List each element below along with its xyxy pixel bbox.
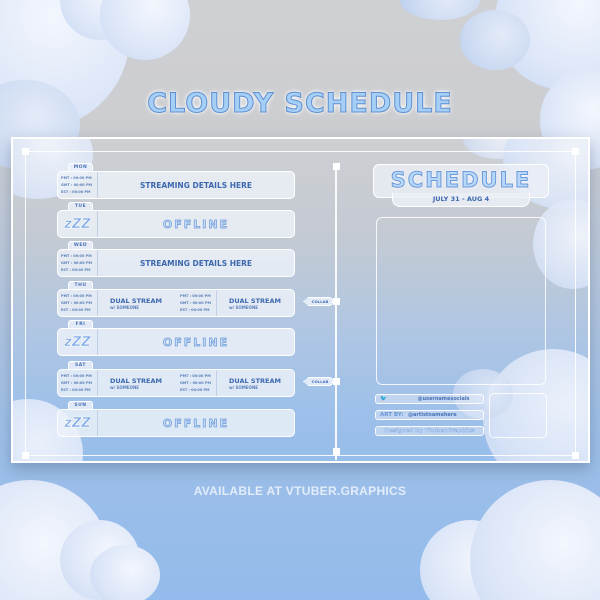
time-est: EST : 00:00 PM	[180, 387, 210, 392]
time-gmt: GMT : 00:00 PM	[61, 260, 92, 265]
time-gmt: GMT : 00:00 PM	[61, 380, 92, 385]
time-est: EST : 00:00 PM	[180, 307, 210, 312]
footer-text: AVAILABLE AT VTUBER.GRAPHICS	[193, 484, 407, 498]
timeline-node	[333, 448, 340, 455]
collab-tag: COLLAB	[303, 377, 333, 386]
time-est: EST : 00:00 PM	[61, 307, 91, 312]
stream-details: STREAMING DETAILS HERE	[139, 180, 253, 190]
day-row-thu: PMT : 00:00 PM GMT : 00:00 PM EST : 00:0…	[57, 289, 295, 317]
schedule-header-box: SCHEDULE	[373, 164, 549, 198]
artist-handle: @artistnamehere	[408, 412, 457, 418]
timeline-node	[333, 378, 340, 385]
dual-stream-title: DUAL STREAM	[110, 376, 162, 385]
twitter-bird-icon: 🐦	[380, 396, 387, 402]
collab-tag: COLLAB	[303, 297, 333, 306]
time-est: EST : 00:00 PM	[61, 267, 91, 272]
dual-stream-subtitle: w/ SOMEONE	[229, 304, 259, 310]
dual-stream-subtitle: w/ SOMEONE	[110, 384, 140, 390]
time-gmt: GMT : 00:00 PM	[61, 300, 92, 305]
day-row-wed: PMT : 00:00 PM GMT : 00:00 PM EST : 00:0…	[57, 249, 295, 277]
time-pmt: PMT : 00:00 PM	[180, 373, 211, 378]
zzz-sleep-icon: zZZ	[58, 329, 98, 355]
artist-credit: ART BY: @artistnamehere	[375, 410, 484, 420]
timezone-list: PMT : 00:00 PM GMT : 00:00 PM EST : 00:0…	[58, 290, 98, 316]
day-tab-sun: SUN	[68, 401, 93, 410]
day-row-mon: PMT : 00:00 PM GMT : 00:00 PM EST : 00:0…	[57, 171, 295, 199]
time-est: EST : 00:00 PM	[61, 189, 91, 194]
day-row-tue: zZZ OFFLINE	[57, 210, 295, 238]
dual-stream-title: DUAL STREAM	[110, 296, 162, 305]
dual-stream-title: DUAL STREAM	[229, 376, 281, 385]
twitter-handle: @usernamesocials	[417, 396, 470, 402]
time-pmt: PMT : 00:00 PM	[61, 373, 92, 378]
dual-stream-subtitle: w/ SOMEONE	[110, 304, 140, 310]
day-row-fri: zZZ OFFLINE	[57, 328, 295, 356]
timezone-list: PMT : 00:00 PM GMT : 00:00 PM EST : 00:0…	[177, 290, 217, 316]
timezone-list: PMT : 00:00 PM GMT : 00:00 PM EST : 00:0…	[58, 172, 98, 198]
time-est: EST : 00:00 PM	[61, 387, 91, 392]
day-tab-sat: SAT	[68, 361, 93, 370]
timeline-node	[333, 163, 340, 170]
logo-frame	[489, 393, 547, 438]
time-pmt: PMT : 00:00 PM	[61, 293, 92, 298]
art-by-label: ART BY:	[380, 412, 404, 418]
dual-stream-1: DUAL STREAM w/ SOMEONE	[98, 377, 177, 390]
dual-stream-subtitle: w/ SOMEONE	[229, 384, 259, 390]
dual-stream-title: DUAL STREAM	[229, 296, 281, 305]
time-gmt: GMT : 00:00 PM	[61, 182, 92, 187]
day-row-sat: PMT : 00:00 PM GMT : 00:00 PM EST : 00:0…	[57, 369, 295, 397]
timezone-list: PMT : 00:00 PM GMT : 00:00 PM EST : 00:0…	[58, 370, 98, 396]
time-pmt: PMT : 00:00 PM	[61, 253, 92, 258]
timezone-list: PMT : 00:00 PM GMT : 00:00 PM EST : 00:0…	[177, 370, 217, 396]
time-pmt: PMT : 00:00 PM	[180, 293, 211, 298]
offline-label: OFFLINE	[162, 335, 230, 349]
dual-stream-2: DUAL STREAM w/ SOMEONE	[217, 377, 294, 390]
dual-stream-1: DUAL STREAM w/ SOMEONE	[98, 297, 177, 310]
page-title: CLOUDY SCHEDULE	[147, 88, 453, 120]
schedule-title: SCHEDULE	[390, 168, 532, 193]
day-tab-wed: WED	[68, 241, 93, 250]
time-gmt: GMT : 00:00 PM	[180, 380, 211, 385]
dual-stream-2: DUAL STREAM w/ SOMEONE	[217, 297, 294, 310]
zzz-sleep-icon: zZZ	[58, 410, 98, 436]
timeline-line	[335, 166, 337, 460]
day-tab-mon: MON	[68, 163, 93, 172]
day-row-sun: zZZ OFFLINE	[57, 409, 295, 437]
day-tab-fri: FRI	[68, 320, 93, 329]
model-frame	[376, 217, 546, 385]
date-range: JULY 31 - AUG 4	[392, 193, 530, 207]
stream-details: STREAMING DETAILS HERE	[139, 258, 253, 268]
twitter-social: 🐦 @usernamesocials	[375, 394, 484, 404]
day-tab-thu: THU	[68, 281, 93, 290]
timezone-list: PMT : 00:00 PM GMT : 00:00 PM EST : 00:0…	[58, 250, 98, 276]
time-pmt: PMT : 00:00 PM	[61, 175, 92, 180]
timeline-node	[333, 298, 340, 305]
designed-by-credit: Designed by Vtuber.Graphics	[375, 426, 484, 436]
day-tab-tue: TUE	[68, 202, 93, 211]
offline-label: OFFLINE	[162, 416, 230, 430]
time-gmt: GMT : 00:00 PM	[180, 300, 211, 305]
zzz-sleep-icon: zZZ	[58, 211, 98, 237]
offline-label: OFFLINE	[162, 217, 230, 231]
